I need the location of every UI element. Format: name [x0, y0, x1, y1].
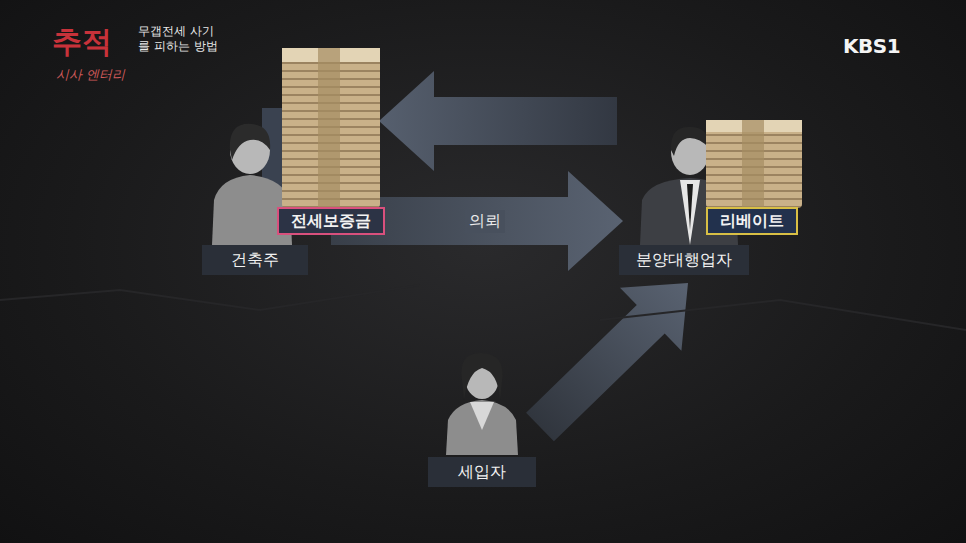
subtitle: 무갭전세 사기를 피하는 방법 — [138, 24, 222, 54]
node-text: 전세보증금 — [291, 211, 371, 232]
node-text: 분양대행업자 — [636, 250, 732, 271]
node-text: 리베이트 — [720, 211, 784, 232]
rebate-box: 리베이트 — [706, 207, 798, 235]
money-stack — [282, 48, 380, 208]
deposit-box: 전세보증금 — [277, 207, 385, 235]
show-title: 추적 — [52, 22, 112, 63]
node-text: 건축주 — [231, 250, 279, 271]
program-tag: 시사 엔터리 — [56, 66, 125, 84]
tenant-figure — [446, 353, 518, 455]
texture — [0, 285, 966, 330]
flow-arrow — [379, 71, 617, 171]
edge-label: 의뢰 — [465, 210, 505, 233]
flow-arrow — [526, 283, 688, 441]
node-text: 세입자 — [458, 462, 506, 483]
role-label: 분양대행업자 — [619, 245, 749, 275]
money-stack — [706, 120, 802, 208]
role-label: 건축주 — [202, 245, 308, 275]
role-label: 세입자 — [428, 457, 536, 487]
channel-logo: KBS1 — [843, 34, 900, 58]
